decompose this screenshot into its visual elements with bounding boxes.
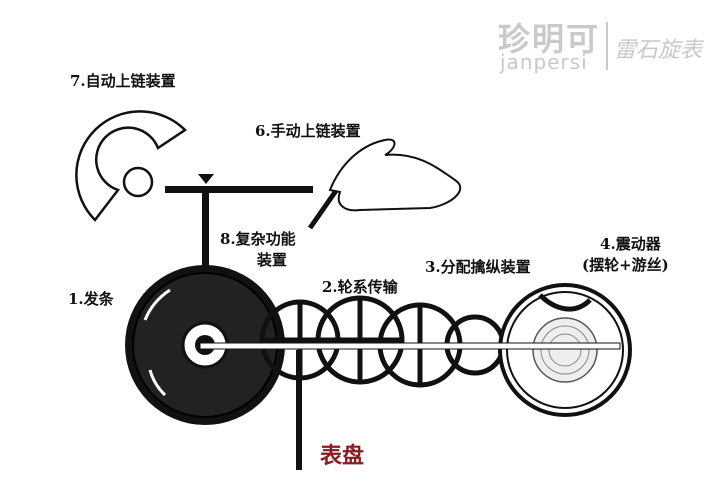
mainspring-label: 1.发条 <box>68 290 114 308</box>
complications-label: 8.复杂功能 装置 <box>220 228 296 270</box>
watermark-brand: 珍明可 <box>498 20 601 58</box>
complications-line2: 装置 <box>256 251 287 269</box>
hand-winding <box>307 138 462 230</box>
manual-winding-label: 6.手动上链装置 <box>255 122 361 140</box>
balance-wheel <box>498 283 632 417</box>
rotor <box>75 110 187 222</box>
oscillator-line1: 4.震动器 <box>600 235 661 253</box>
watermark-right: 雷石旋表 <box>614 38 703 63</box>
oscillator-label: 4.震动器 (摆轮+游丝) <box>582 233 669 275</box>
auto-winding-label: 7.自动上链装置 <box>70 72 176 90</box>
watermark-divider <box>606 22 608 70</box>
dial-label: 表盘 <box>320 443 365 469</box>
complications-line1: 8.复杂功能 <box>220 230 296 248</box>
watermark-sub: janpersi <box>500 50 588 74</box>
escapement-label: 3.分配擒纵装置 <box>425 258 531 276</box>
oscillator-line2: (摆轮+游丝) <box>582 256 669 274</box>
gear-train-label: 2.轮系传输 <box>322 278 398 296</box>
drive-axis <box>199 342 621 470</box>
